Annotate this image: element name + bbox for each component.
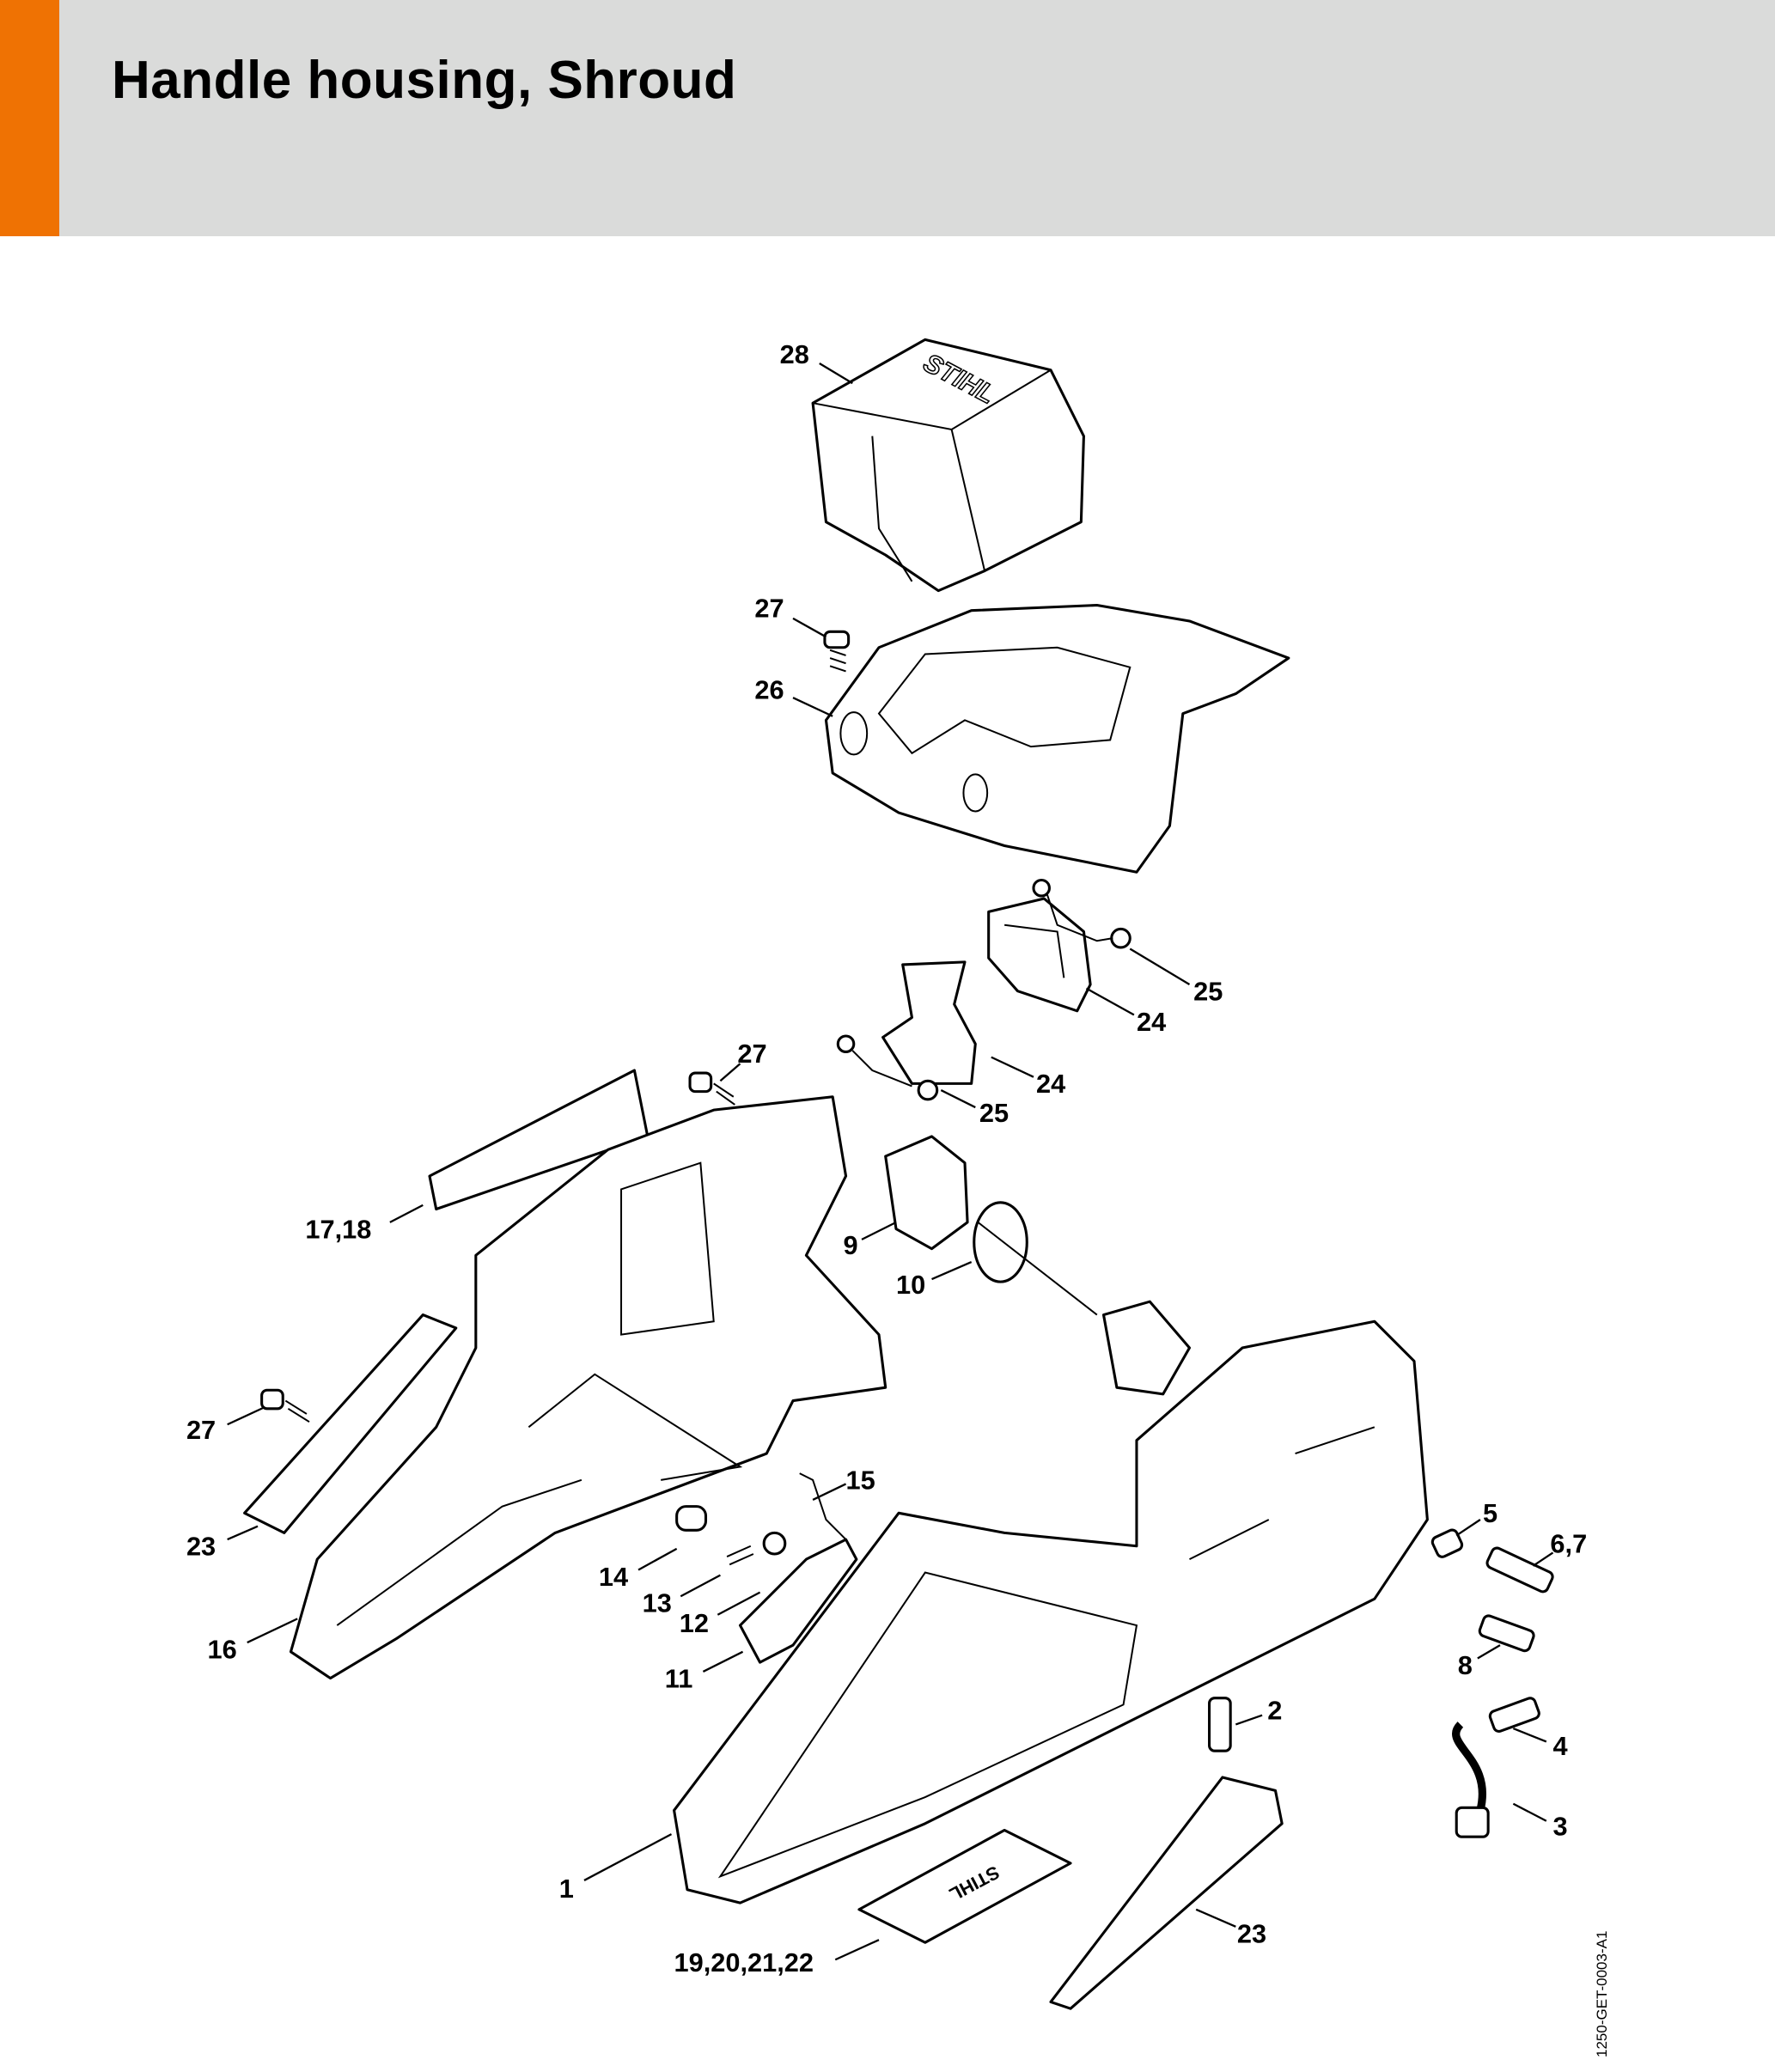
- part-23-cover-right[interactable]: [1049, 1776, 1284, 2010]
- callout-23: 23: [186, 1532, 216, 1562]
- callout-8: 8: [1458, 1650, 1473, 1680]
- part-19-22-decal[interactable]: STIHL: [857, 1828, 1072, 1944]
- callout-27: 27: [737, 1039, 766, 1069]
- part-3-oil-hose[interactable]: [1452, 1722, 1490, 1838]
- part-4-fitting[interactable]: [1488, 1697, 1540, 1733]
- part-16-handle-housing[interactable]: [289, 1095, 888, 1680]
- header-bar: [0, 0, 1775, 236]
- callout-27: 27: [186, 1415, 216, 1445]
- callout-5: 5: [1483, 1498, 1497, 1528]
- callout-25: 25: [1193, 976, 1223, 1006]
- part-1-housing[interactable]: [673, 1300, 1429, 1904]
- callout-14: 14: [599, 1562, 628, 1592]
- orange-accent-bar: [0, 0, 59, 236]
- part-14-13-12-trigger-parts[interactable]: [675, 1505, 787, 1566]
- document-id: 1250-GET-0003-A1: [1594, 1930, 1610, 2057]
- callout-1: 1: [559, 1874, 574, 1904]
- callout-16: 16: [208, 1635, 237, 1665]
- callout-24: 24: [1036, 1069, 1065, 1099]
- part-8-bolt[interactable]: [1478, 1614, 1535, 1653]
- part-5-nut[interactable]: [1430, 1528, 1464, 1558]
- part-26-shroud[interactable]: [824, 603, 1290, 874]
- part-27-screw-mid[interactable]: [688, 1071, 735, 1106]
- part-24-lever-upper[interactable]: [987, 897, 1092, 1013]
- part-23-cover-left[interactable]: [243, 1313, 458, 1534]
- callout-12: 12: [680, 1608, 709, 1638]
- callout-11: 11: [665, 1663, 693, 1693]
- part-24-lever-lower[interactable]: [881, 960, 977, 1085]
- callout-25: 25: [979, 1098, 1009, 1128]
- leader-lines: [227, 363, 1554, 1961]
- callout-26: 26: [754, 675, 784, 705]
- part-27-screw-left[interactable]: [260, 1388, 310, 1423]
- part-9-oil-pump[interactable]: [884, 1135, 969, 1251]
- part-15-spring[interactable]: [799, 1472, 847, 1540]
- callout-2: 2: [1267, 1695, 1282, 1725]
- part-2-pin[interactable]: [1208, 1697, 1232, 1752]
- callout-15: 15: [846, 1466, 875, 1496]
- callout-9: 9: [843, 1230, 857, 1260]
- callout-6-7: 6,7: [1550, 1528, 1587, 1558]
- part-28-cover[interactable]: STIHL: [811, 338, 1085, 593]
- callout-3: 3: [1553, 1812, 1568, 1842]
- callout-13: 13: [643, 1588, 672, 1618]
- callout-24: 24: [1137, 1007, 1166, 1037]
- part-11-trigger[interactable]: [738, 1538, 858, 1664]
- callout-28: 28: [780, 339, 809, 369]
- callout-19-22: 19,20,21,22: [674, 1947, 814, 1978]
- callout-17-18: 17,18: [305, 1214, 371, 1244]
- part-25-spring-lower[interactable]: [836, 1034, 939, 1101]
- callout-23: 23: [1237, 1918, 1266, 1948]
- part-25-spring-upper[interactable]: [1032, 878, 1131, 949]
- part-6-7-stud[interactable]: [1485, 1546, 1554, 1594]
- part-27-screw[interactable]: [823, 630, 851, 673]
- callout-27: 27: [754, 593, 784, 623]
- part-10-o-ring[interactable]: [973, 1201, 1098, 1316]
- page-title: Handle housing, Shroud: [112, 51, 737, 110]
- callout-10: 10: [896, 1270, 925, 1300]
- callout-4: 4: [1553, 1731, 1568, 1761]
